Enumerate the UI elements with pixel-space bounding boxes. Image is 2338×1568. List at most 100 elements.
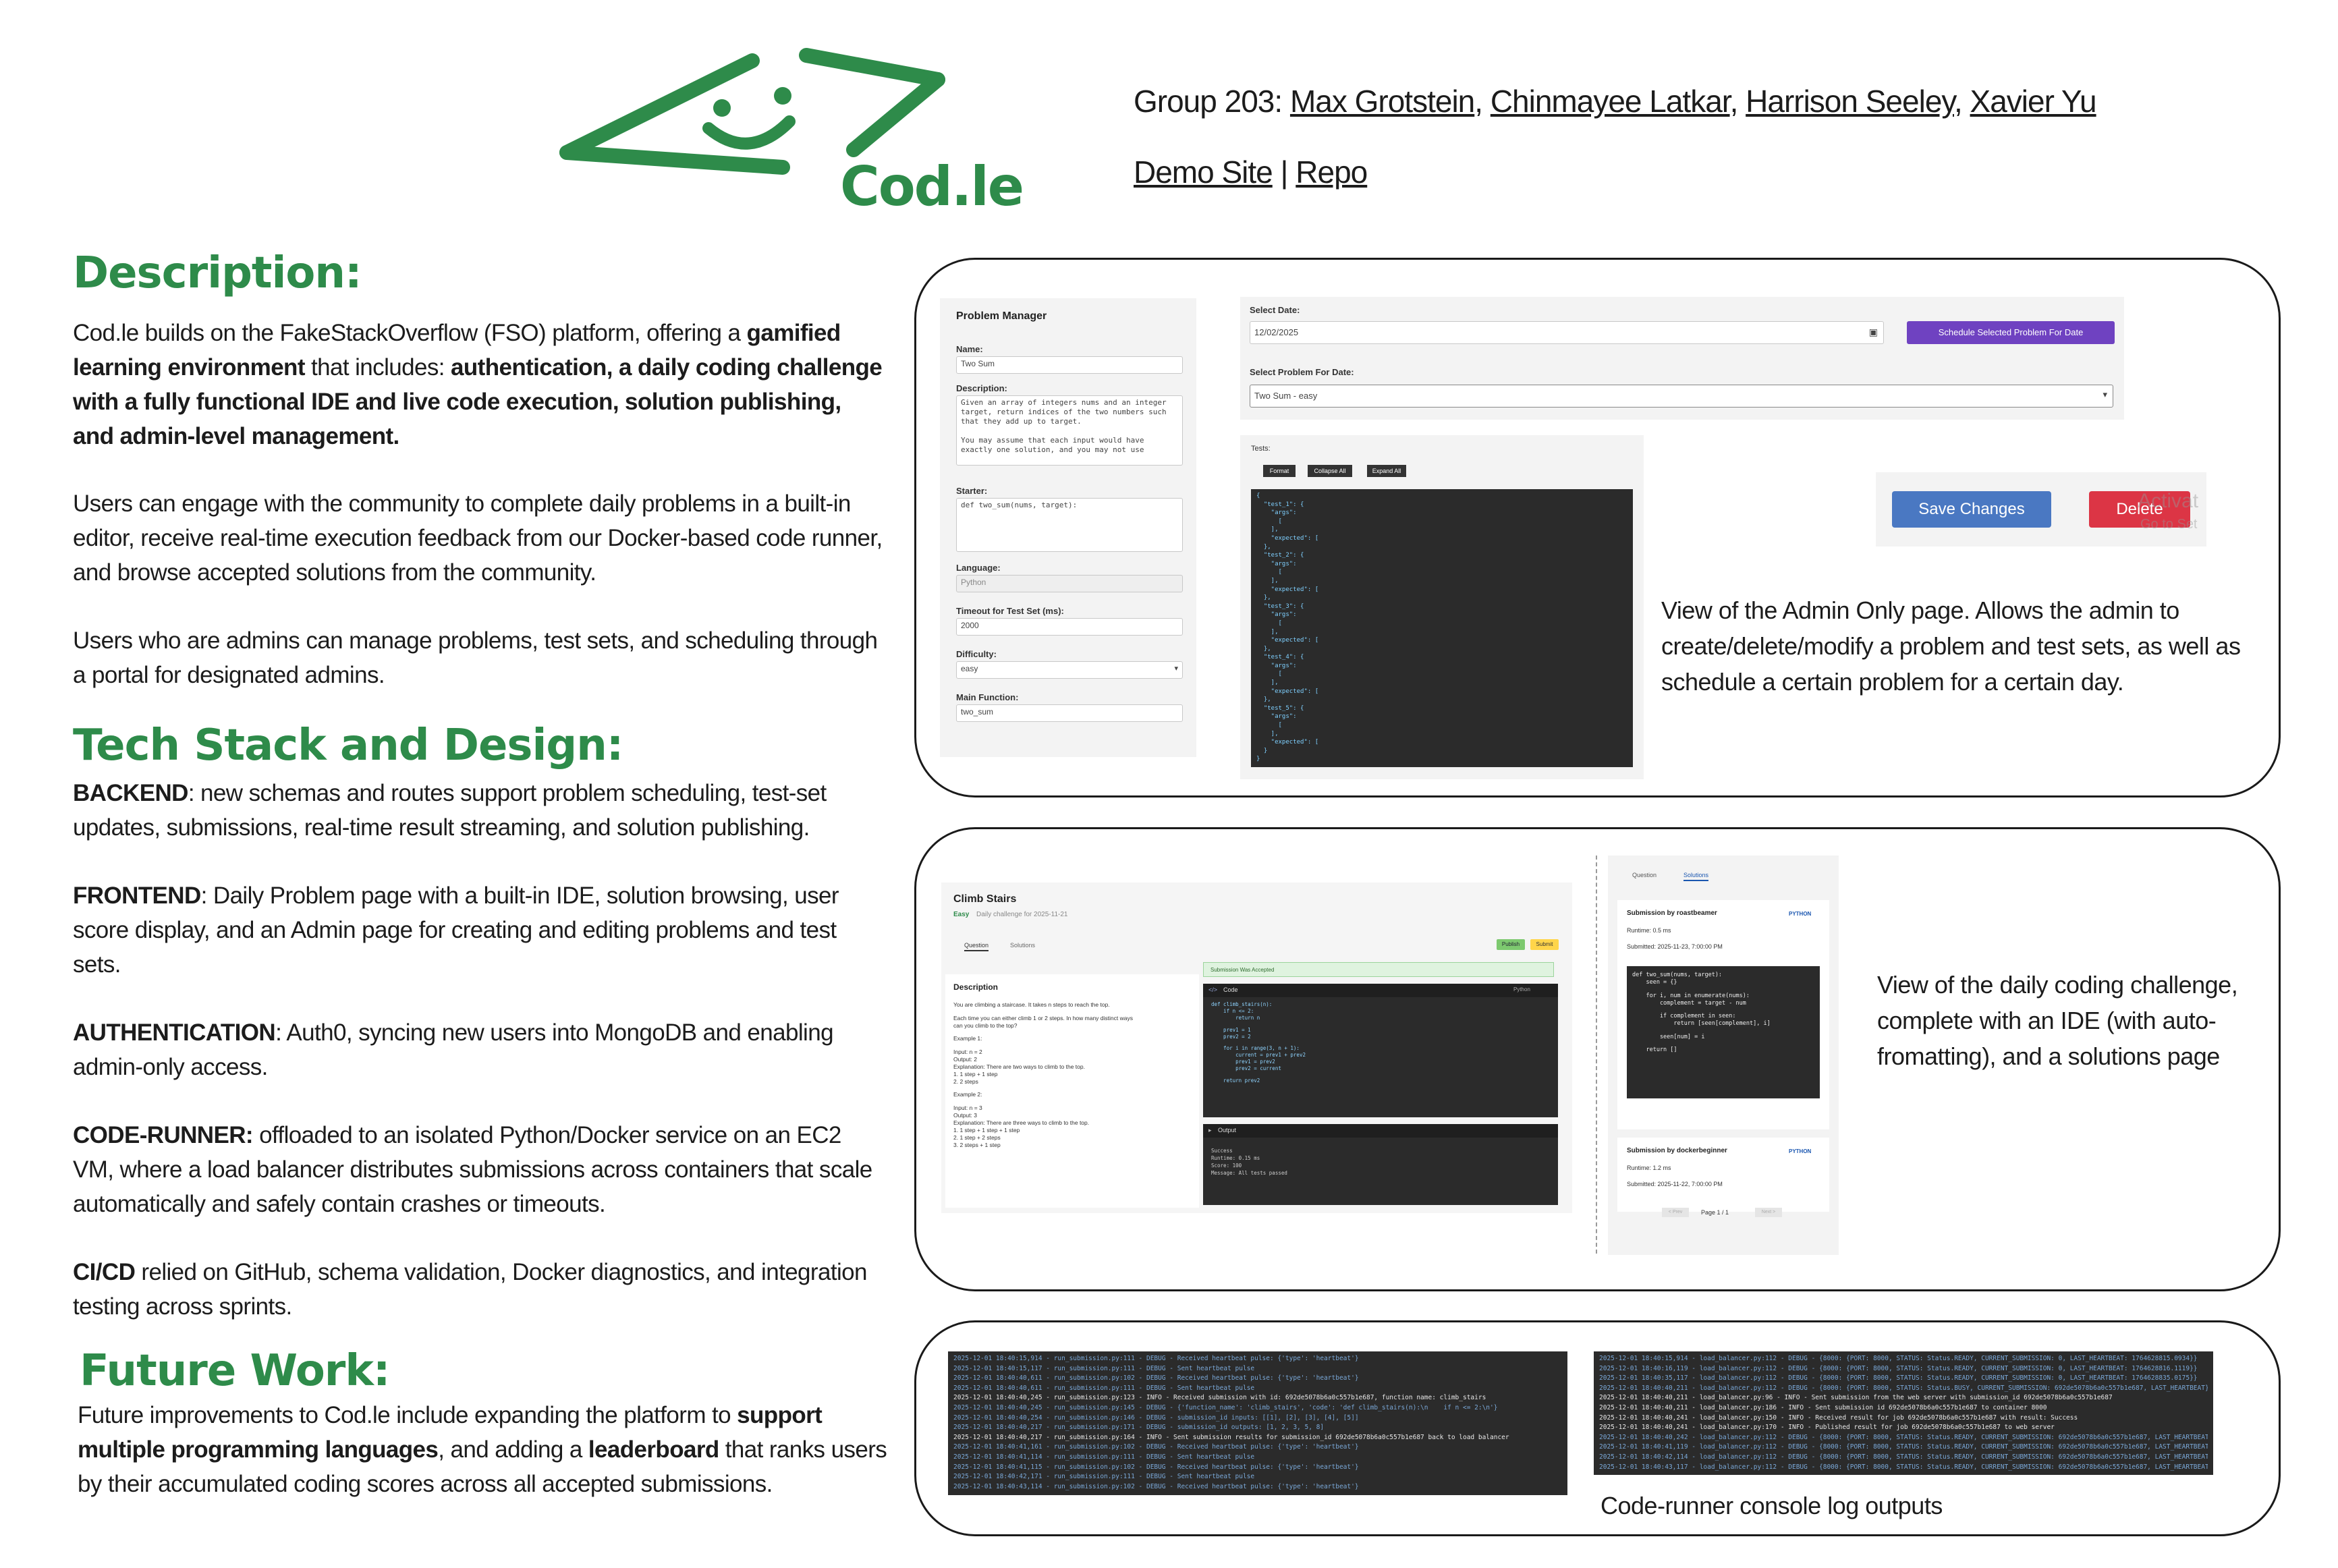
logs-panel bbox=[914, 1320, 2281, 1536]
tab-question[interactable]: Question bbox=[964, 942, 989, 951]
timeout-label: Timeout for Test Set (ms): bbox=[956, 606, 1064, 616]
code-icon: </> bbox=[1208, 986, 1218, 993]
log-line: 2025-12-01 18:40:15,914 - load_balancer.… bbox=[1599, 1355, 2198, 1362]
solution-code-line bbox=[1632, 986, 1814, 992]
sol-tab-solutions[interactable]: Solutions bbox=[1683, 872, 1709, 881]
name-input[interactable]: Two Sum bbox=[956, 356, 1183, 374]
json-line: ], bbox=[1256, 730, 1279, 737]
json-line: }, bbox=[1256, 645, 1271, 652]
description-heading: Description: bbox=[73, 248, 362, 298]
solutions-shot: Question Solutions Submission by roastbe… bbox=[1608, 856, 1839, 1255]
tests-json-editor[interactable]: { "test_1": { "args": [ ], "expected": [… bbox=[1251, 489, 1633, 767]
member-link[interactable]: Chinmayee Latkar bbox=[1490, 84, 1731, 119]
sol-tab-question[interactable]: Question bbox=[1632, 872, 1657, 878]
next-page-button[interactable]: Next > bbox=[1755, 1208, 1782, 1217]
format-button[interactable]: Format bbox=[1263, 465, 1296, 477]
log-line: 2025-12-01 18:40:40,241 - load_balancer.… bbox=[1599, 1424, 2055, 1432]
future-text-part: , and adding a bbox=[438, 1436, 588, 1463]
difficulty-select[interactable]: easy ▾ bbox=[956, 661, 1183, 679]
prev-page-button[interactable]: < Prev bbox=[1662, 1208, 1689, 1217]
tech-label: AUTHENTICATION bbox=[73, 1019, 276, 1046]
problem-select[interactable]: Two Sum - easy ▾ bbox=[1250, 385, 2113, 408]
log-line: 2025-12-01 18:40:42,114 - load_balancer.… bbox=[1599, 1453, 2208, 1461]
tech-label: CI/CD bbox=[73, 1259, 136, 1285]
code-line bbox=[1211, 1072, 1306, 1077]
json-line: } bbox=[1256, 756, 1260, 763]
member-link[interactable]: Xavier Yu bbox=[1970, 84, 2097, 119]
json-line: }, bbox=[1256, 594, 1271, 602]
json-line: }, bbox=[1256, 543, 1271, 551]
save-changes-button[interactable]: Save Changes bbox=[1892, 491, 2051, 528]
expand-all-button[interactable]: Expand All bbox=[1367, 465, 1406, 477]
description-line: Input: n = 3 bbox=[953, 1104, 982, 1111]
timeout-input[interactable]: 2000 bbox=[956, 618, 1183, 636]
schedule-button[interactable]: Schedule Selected Problem For Date bbox=[1907, 321, 2115, 344]
starter-textarea[interactable]: def two_sum(nums, target): bbox=[956, 498, 1183, 552]
description-line bbox=[953, 1042, 1196, 1048]
main-function-input[interactable]: two_sum bbox=[956, 704, 1183, 722]
daily-caption: View of the daily coding challenge, comp… bbox=[1877, 971, 2238, 1070]
log-line: 2025-12-01 18:40:40,611 - run_submission… bbox=[953, 1374, 1359, 1382]
tech-label: BACKEND bbox=[73, 780, 188, 806]
code-editor[interactable]: </> Code Python def climb_stairs(n): if … bbox=[1203, 984, 1558, 1117]
description-label: Description: bbox=[956, 383, 1007, 393]
description-line bbox=[953, 1086, 1196, 1092]
solution-runtime: Runtime: 1.2 ms bbox=[1627, 1165, 1671, 1171]
output-line: Runtime: 0.15 ms bbox=[1211, 1155, 1260, 1161]
faded-overlay-text: Activat bbox=[2138, 490, 2199, 512]
dashed-divider bbox=[1596, 856, 1597, 1254]
publish-button[interactable]: Publish bbox=[1497, 939, 1525, 950]
json-line: "test_2": { bbox=[1256, 552, 1304, 559]
member-link[interactable]: Harrison Seeley bbox=[1746, 84, 1955, 119]
demo-site-link[interactable]: Demo Site bbox=[1134, 155, 1273, 190]
json-line: [ bbox=[1256, 517, 1282, 525]
tech-heading: Tech Stack and Design: bbox=[73, 721, 623, 771]
description-card-heading: Description bbox=[953, 982, 999, 992]
tab-solutions[interactable]: Solutions bbox=[1010, 942, 1036, 949]
collapse-all-button[interactable]: Collapse All bbox=[1308, 465, 1352, 477]
description-p2: Users can engage with the community to c… bbox=[73, 491, 883, 586]
json-line: "expected": [ bbox=[1256, 688, 1319, 695]
description-textarea[interactable]: Given an array of integers nums and an i… bbox=[956, 395, 1183, 466]
future-text-part: that ranks users by their accumulated co… bbox=[78, 1436, 887, 1497]
description-line bbox=[953, 1098, 1196, 1104]
json-lines: { "test_1": { "args": [ ], "expected": [… bbox=[1256, 492, 1633, 764]
faded-overlay-text-2: Go to Set bbox=[2140, 517, 2198, 532]
tech-auth: AUTHENTICATION: Auth0, syncing new users… bbox=[73, 1015, 883, 1084]
log-line: 2025-12-01 18:40:40,245 - run_submission… bbox=[953, 1394, 1486, 1402]
logs-caption: Code-runner console log outputs bbox=[1601, 1492, 1943, 1519]
description-line: 1. 1 step + 1 step + 1 step bbox=[953, 1126, 1020, 1133]
repo-link[interactable]: Repo bbox=[1296, 155, 1368, 190]
admin-panel bbox=[914, 258, 2281, 797]
solution-code-line: return [seen[complement], i] bbox=[1632, 1020, 1771, 1027]
log-line: 2025-12-01 18:40:41,114 - run_submission… bbox=[953, 1453, 1255, 1461]
submit-button[interactable]: Submit bbox=[1530, 939, 1559, 950]
difficulty-badge: Easy bbox=[953, 911, 970, 918]
admin-caption: View of the Admin Only page. Allows the … bbox=[1661, 596, 2241, 696]
delete-button[interactable]: Delete bbox=[2089, 491, 2190, 528]
member-link[interactable]: Max Grotstein bbox=[1289, 84, 1475, 119]
log-line: 2025-12-01 18:40:41,161 - run_submission… bbox=[953, 1443, 1359, 1451]
daily-problem-shot: Climb Stairs Easy Daily challenge for 20… bbox=[941, 883, 1572, 1213]
date-input[interactable]: 12/02/2025 ▣ bbox=[1250, 321, 1884, 344]
future-heading: Future Work: bbox=[80, 1346, 390, 1396]
log-line: 2025-12-01 18:40:15,117 - run_submission… bbox=[953, 1364, 1255, 1372]
tech-text: relied on GitHub, schema validation, Doc… bbox=[73, 1259, 867, 1320]
solution-title: Submission by roastbeamer bbox=[1627, 909, 1717, 917]
code-line: def climb_stairs(n): bbox=[1211, 1001, 1273, 1007]
code-line: prev1 = 1 bbox=[1211, 1026, 1251, 1033]
language-select[interactable]: Python bbox=[1513, 986, 1530, 992]
json-line: "expected": [ bbox=[1256, 586, 1319, 593]
json-line: [ bbox=[1256, 619, 1282, 627]
solution-title: Submission by dockerbeginner bbox=[1627, 1147, 1727, 1154]
json-line: ], bbox=[1256, 628, 1279, 636]
code-label: Code bbox=[1223, 986, 1238, 993]
solution-card: Submission by dockerbeginner PYTHON Runt… bbox=[1617, 1138, 1829, 1212]
description-bold: gamified learning environment bbox=[73, 320, 841, 381]
solution-code-line: return [] bbox=[1632, 1046, 1677, 1053]
tech-text: : Daily Problem page with a built-in IDE… bbox=[73, 883, 839, 978]
log-line: 2025-12-01 18:40:42,171 - run_submission… bbox=[953, 1473, 1255, 1481]
code-line: prev2 = 2 bbox=[1211, 1033, 1251, 1040]
language-input[interactable]: Python bbox=[956, 575, 1183, 592]
code-line: prev1 = prev2 bbox=[1211, 1059, 1275, 1065]
